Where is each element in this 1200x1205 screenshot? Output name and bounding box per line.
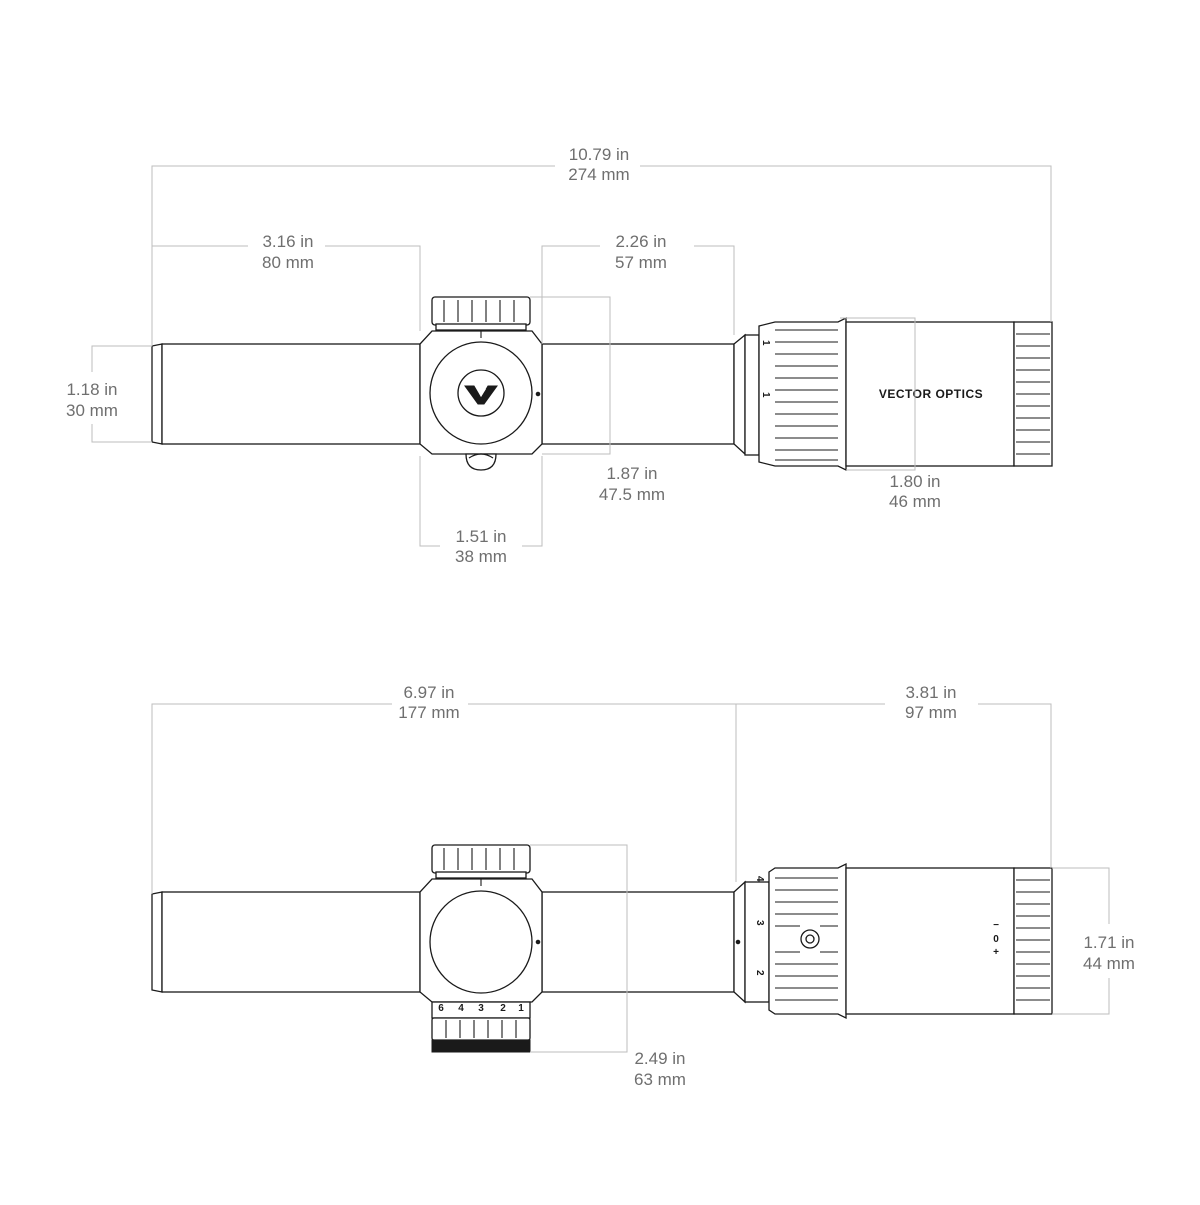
front-to-turret-in: 3.16 in bbox=[262, 232, 313, 251]
illumination-dial: 6 4 3 2 1 bbox=[431, 1001, 531, 1053]
turret-to-eyepiece-mm: 57 mm bbox=[615, 253, 667, 272]
diopter-ring bbox=[1013, 867, 1053, 1015]
dial-mark: 4 bbox=[458, 1003, 464, 1014]
ring-mark: 3 bbox=[754, 920, 765, 926]
ring-to-rear-mm: 97 mm bbox=[905, 703, 957, 722]
ring-mark: 2 bbox=[754, 970, 765, 976]
elevation-turret bbox=[431, 844, 531, 879]
power-ring: 4 3 2 bbox=[754, 862, 847, 1020]
turret-width-in: 1.51 in bbox=[455, 527, 506, 546]
tube-diameter-in: 1.18 in bbox=[66, 380, 117, 399]
turret-total-mm: 63 mm bbox=[634, 1070, 686, 1089]
diopter-ring bbox=[1013, 321, 1053, 467]
side-view-dimensions: 6.97 in 177 mm 3.81 in 97 mm 1.71 in 44 … bbox=[151, 683, 1135, 1089]
top-view-scope: 1 1 VECTOR OPTICS bbox=[151, 296, 1053, 472]
turret-width-mm: 38 mm bbox=[455, 547, 507, 566]
diopter-plus: + bbox=[993, 947, 999, 958]
dial-mark: 3 bbox=[478, 1003, 484, 1014]
ring-mark: 4 bbox=[754, 876, 765, 882]
ocular-height-in: 1.71 in bbox=[1083, 933, 1134, 952]
illumination-button bbox=[465, 453, 497, 471]
tube-diameter-mm: 30 mm bbox=[66, 401, 118, 420]
eyepiece-diameter-mm: 46 mm bbox=[889, 492, 941, 511]
brand-label: VECTOR OPTICS bbox=[879, 387, 983, 401]
overall-length-mm: 274 mm bbox=[568, 165, 629, 184]
ring-mark: 1 bbox=[760, 340, 771, 346]
diopter-zero: 0 bbox=[993, 934, 999, 945]
overall-length-in: 10.79 in bbox=[569, 145, 630, 164]
turret-height-mm: 47.5 mm bbox=[599, 485, 665, 504]
front-to-turret-mm: 80 mm bbox=[262, 253, 314, 272]
top-view-dimensions: 10.79 in 274 mm 3.16 in 80 mm 2.26 in 57… bbox=[66, 145, 1052, 566]
elevation-turret bbox=[431, 296, 531, 331]
ring-mark: 1 bbox=[760, 392, 771, 398]
turret-height-in: 1.87 in bbox=[606, 464, 657, 483]
turret-to-eyepiece-in: 2.26 in bbox=[615, 232, 666, 251]
front-to-ring-in: 6.97 in bbox=[403, 683, 454, 702]
side-view-scope: 6 4 3 2 1 bbox=[151, 844, 1053, 1053]
ring-to-rear-in: 3.81 in bbox=[905, 683, 956, 702]
power-ring: 1 1 bbox=[758, 316, 847, 472]
ocular-height-mm: 44 mm bbox=[1083, 954, 1135, 973]
dial-mark: 1 bbox=[518, 1003, 524, 1014]
dial-mark: 2 bbox=[500, 1003, 506, 1014]
vector-logo-icon bbox=[464, 385, 498, 405]
diopter-minus: − bbox=[993, 920, 999, 931]
eyepiece-diameter-in: 1.80 in bbox=[889, 472, 940, 491]
turret-total-in: 2.49 in bbox=[634, 1049, 685, 1068]
front-to-ring-mm: 177 mm bbox=[398, 703, 459, 722]
diopter-marks: + 0 − bbox=[993, 920, 999, 958]
dial-mark: 6 bbox=[438, 1003, 444, 1014]
